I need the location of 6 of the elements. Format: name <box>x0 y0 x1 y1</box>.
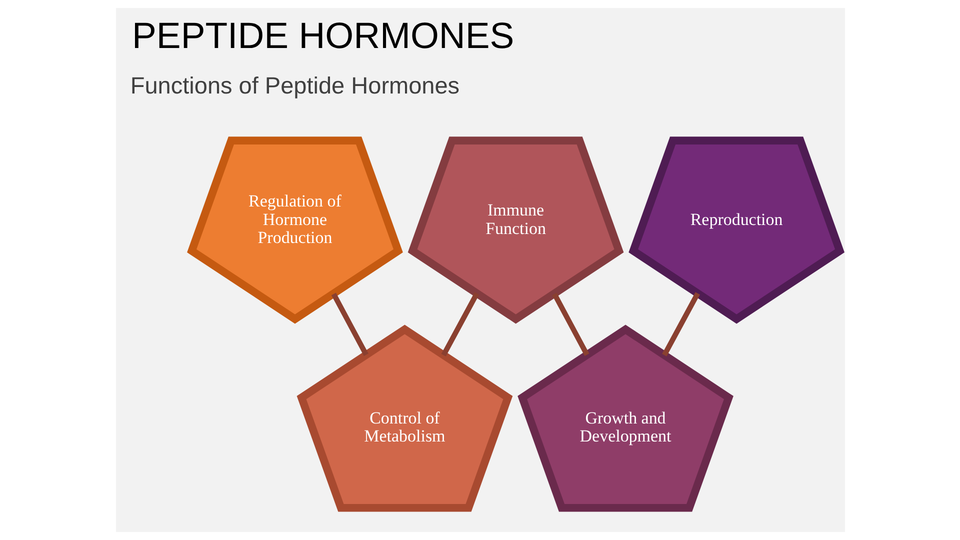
label: Functions of Peptide Hormones <box>130 72 460 98</box>
connector <box>552 292 589 356</box>
connector <box>440 292 479 356</box>
connector <box>662 292 700 356</box>
diagram-title: PEPTIDE HORMONES <box>132 14 514 56</box>
connector <box>330 292 368 356</box>
